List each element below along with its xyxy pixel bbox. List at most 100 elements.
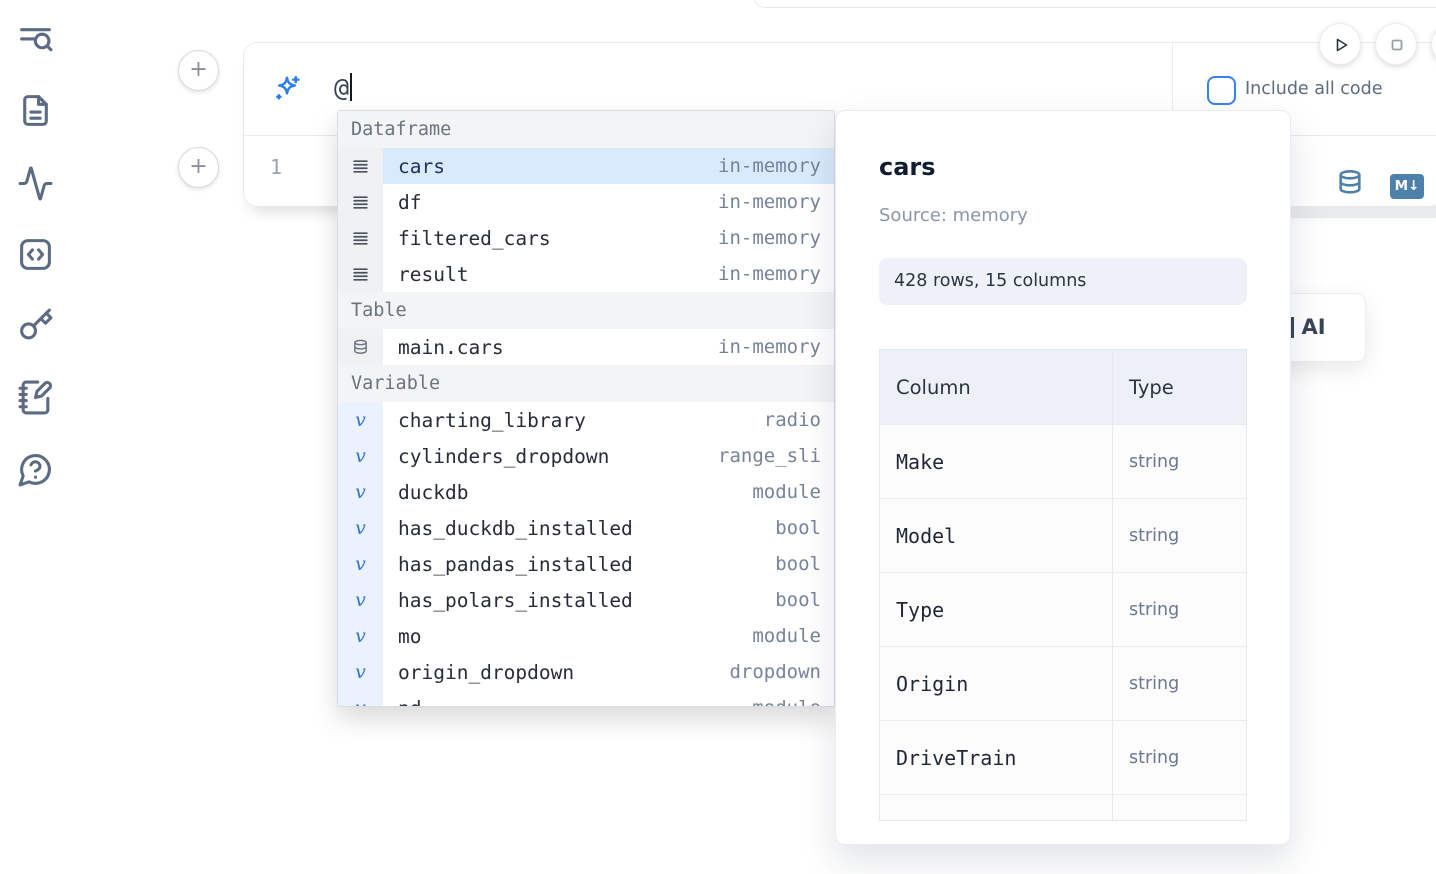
item-name: df	[398, 190, 422, 214]
column-name: Origin	[880, 647, 1113, 720]
ai-card-text: AI	[1290, 315, 1326, 339]
item-type: in-memory	[718, 191, 821, 213]
section-header-table: Table	[338, 292, 834, 329]
add-cell-button[interactable]: +	[178, 50, 219, 91]
notebook-pen-icon[interactable]	[17, 379, 54, 416]
autocomplete-item-df[interactable]: df in-memory	[338, 184, 834, 220]
stop-button[interactable]	[1375, 23, 1417, 65]
item-name: main.cars	[398, 335, 504, 359]
item-name: duckdb	[398, 480, 469, 504]
text-cursor	[350, 73, 353, 101]
column-header: Column	[880, 350, 1113, 424]
table-row: Type string	[880, 572, 1246, 646]
item-name: pd	[383, 697, 752, 707]
column-type	[1113, 795, 1246, 820]
table-row: Origin string	[880, 646, 1246, 720]
help-chat-icon[interactable]	[17, 451, 54, 488]
cell-bottom-strip	[1290, 206, 1436, 218]
table-row-clipped	[880, 794, 1246, 820]
ai-prompt-input[interactable]: @	[334, 73, 353, 102]
autocomplete-item-cars[interactable]: cars in-memory	[338, 148, 834, 184]
column-type: string	[1129, 747, 1180, 768]
dataframe-preview-panel: cars Source: memory 428 rows, 15 columns…	[835, 110, 1291, 845]
markdown-icon[interactable]: M↓	[1390, 174, 1424, 199]
item-type: module	[752, 625, 821, 647]
sidebar	[0, 0, 72, 874]
column-type: string	[1129, 599, 1180, 620]
item-type: in-memory	[718, 336, 821, 358]
autocomplete-item-result[interactable]: result in-memory	[338, 256, 834, 292]
item-name: has_polars_installed	[398, 588, 633, 612]
preview-source: Source: memory	[879, 205, 1028, 226]
dataframe-icon	[338, 184, 383, 220]
variable-icon: v	[338, 618, 383, 654]
autocomplete-dropdown: Dataframe cars in-memory df in-memory fi…	[337, 110, 835, 707]
column-name: Model	[880, 499, 1113, 572]
section-header-variable: Variable	[338, 365, 834, 402]
schema-table: Column Type Make string Model string Typ…	[879, 349, 1247, 821]
activity-icon[interactable]	[17, 165, 54, 202]
database-icon[interactable]	[1336, 169, 1364, 197]
variable-icon: v	[338, 402, 383, 438]
autocomplete-item-has-pandas-installed[interactable]: v has_pandas_installed bool	[338, 546, 834, 582]
dataframe-icon	[338, 148, 383, 184]
item-name: has_duckdb_installed	[398, 516, 633, 540]
item-name: cars	[398, 154, 445, 178]
column-name: DriveTrain	[880, 721, 1113, 794]
include-all-code-checkbox[interactable]	[1207, 76, 1236, 105]
variable-icon: v	[338, 582, 383, 618]
item-name: mo	[398, 624, 422, 648]
item-type: bool	[775, 517, 821, 539]
table-header-row: Column Type	[880, 350, 1246, 424]
item-type: in-memory	[718, 227, 821, 249]
autocomplete-item-filtered-cars[interactable]: filtered_cars in-memory	[338, 220, 834, 256]
run-cell-button[interactable]	[1319, 23, 1361, 65]
file-text-icon[interactable]	[17, 92, 54, 129]
stop-icon	[1391, 39, 1403, 51]
column-type: string	[1129, 673, 1180, 694]
column-type: string	[1129, 451, 1180, 472]
autocomplete-item-has-polars-installed[interactable]: v has_polars_installed bool	[338, 582, 834, 618]
column-name: Make	[880, 425, 1113, 498]
variable-icon: v	[338, 546, 383, 582]
play-icon	[1336, 38, 1348, 52]
autocomplete-item-mo[interactable]: v mo module	[338, 618, 834, 654]
autocomplete-item-cylinders-dropdown[interactable]: v cylinders_dropdown range_sli	[338, 438, 834, 474]
item-type: module	[752, 697, 834, 706]
column-type: string	[1129, 525, 1180, 546]
table-row: DriveTrain string	[880, 720, 1246, 794]
item-name: has_pandas_installed	[398, 552, 633, 576]
clipped-letter	[1290, 316, 1294, 338]
variable-icon: v	[338, 654, 383, 690]
autocomplete-item-charting-library[interactable]: v charting_library radio	[338, 402, 834, 438]
type-header: Type	[1129, 375, 1174, 399]
sparkles-icon	[272, 74, 302, 104]
shape-badge: 428 rows, 15 columns	[879, 258, 1247, 305]
autocomplete-item-main-cars[interactable]: main.cars in-memory	[338, 329, 834, 365]
variable-icon: v	[338, 510, 383, 546]
include-all-code-label: Include all code	[1245, 79, 1383, 99]
autocomplete-item-origin-dropdown[interactable]: v origin_dropdown dropdown	[338, 654, 834, 690]
item-type: bool	[775, 553, 821, 575]
item-name: cylinders_dropdown	[398, 444, 610, 468]
variable-icon: v	[338, 438, 383, 474]
item-name: charting_library	[398, 408, 586, 432]
previous-cell	[752, 0, 1436, 8]
list-search-icon[interactable]	[17, 22, 54, 59]
autocomplete-item-clipped[interactable]: v pd module	[338, 690, 834, 707]
prompt-text: @	[334, 73, 350, 102]
variable-icon: v	[338, 474, 383, 510]
column-name: Type	[880, 573, 1113, 646]
code-square-icon[interactable]	[17, 236, 54, 273]
item-type: in-memory	[718, 263, 821, 285]
autocomplete-item-duckdb[interactable]: v duckdb module	[338, 474, 834, 510]
line-number: 1	[270, 155, 283, 179]
add-cell-button[interactable]: +	[178, 147, 219, 188]
key-icon[interactable]	[17, 307, 54, 344]
item-type: module	[752, 481, 821, 503]
ai-card-label: AI	[1301, 315, 1326, 339]
table-row: Make string	[880, 424, 1246, 498]
autocomplete-item-has-duckdb-installed[interactable]: v has_duckdb_installed bool	[338, 510, 834, 546]
dataframe-icon	[338, 220, 383, 256]
